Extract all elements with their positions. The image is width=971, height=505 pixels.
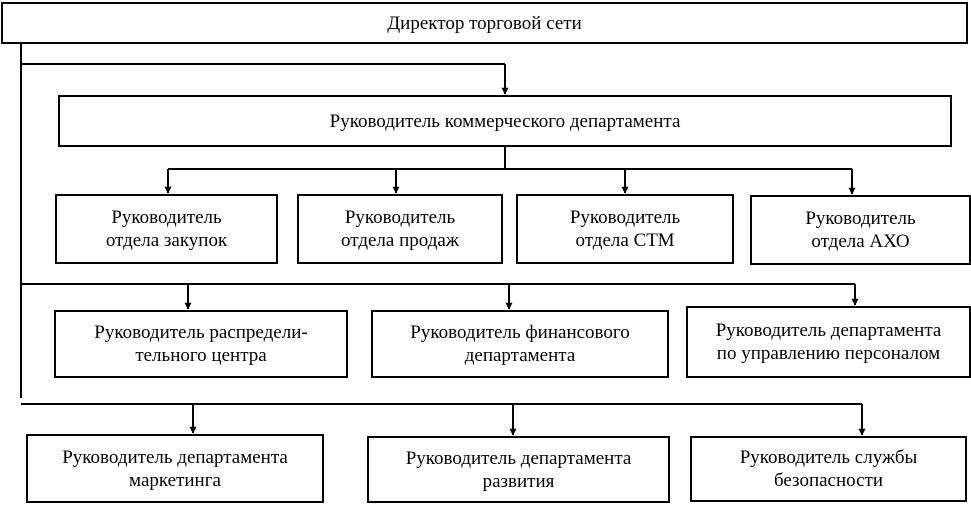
finance-department-label-line2: департамента: [464, 345, 576, 366]
purchasing-department-label-line2: отдела закупок: [105, 230, 228, 251]
stm-department-box: Руководитель отдела СТМ: [516, 194, 734, 264]
security-service-label-line2: безопасности: [773, 470, 884, 491]
aho-department-label-line2: отдела АХО: [811, 231, 910, 252]
director-label: Директор торговой сети: [387, 12, 582, 34]
development-department-label-line1: Руководитель департамента: [405, 447, 632, 469]
distribution-center-label-line1: Руководитель распредели-: [94, 322, 308, 343]
aho-department-box: Руководитель отдела АХО: [750, 195, 971, 265]
finance-department-box: Руководитель финансового департамента: [371, 310, 669, 378]
purchasing-department-label-line1: Руководитель: [111, 207, 222, 228]
commercial-department-box: Руководитель коммерческого департамента: [58, 95, 952, 147]
development-department-label-line2: развития: [482, 470, 555, 492]
aho-department-label-line1: Руководитель: [805, 208, 916, 229]
marketing-department-label-line1: Руководитель департамента: [62, 446, 288, 468]
marketing-department-label-line2: маркетинга: [129, 469, 221, 491]
security-service-box: Руководитель службы безопасности: [690, 436, 967, 502]
distribution-center-box: Руководитель распредели- тельного центра: [54, 310, 348, 378]
purchasing-department-box: Руководитель отдела закупок: [55, 194, 278, 264]
hr-department-box: Руководитель департамента по управлению …: [686, 306, 971, 378]
stm-department-label-line2: отдела СТМ: [575, 230, 675, 251]
stm-department-label-line1: Руководитель: [569, 207, 681, 228]
director-box: Директор торговой сети: [1, 2, 968, 44]
finance-department-label-line1: Руководитель финансового: [410, 322, 630, 343]
security-service-label-line1: Руководитель службы: [739, 447, 918, 468]
commercial-department-label: Руководитель коммерческого департамента: [329, 110, 681, 132]
sales-department-box: Руководитель отдела продаж: [297, 194, 503, 264]
sales-department-label-line1: Руководитель: [344, 207, 456, 228]
hr-department-label-line1: Руководитель департамента: [715, 320, 942, 341]
marketing-department-box: Руководитель департамента маркетинга: [26, 434, 324, 503]
distribution-center-label-line2: тельного центра: [135, 345, 267, 366]
development-department-box: Руководитель департамента развития: [367, 436, 670, 503]
hr-department-label-line2: по управлению персоналом: [716, 343, 941, 364]
sales-department-label-line2: отдела продаж: [341, 230, 459, 251]
